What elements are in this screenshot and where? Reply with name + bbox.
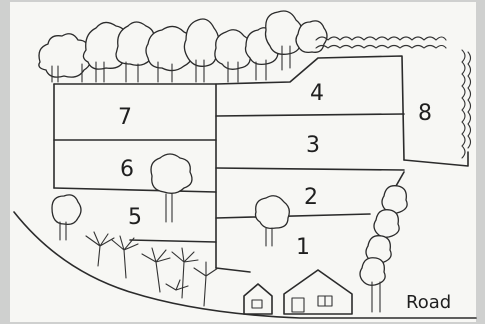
houses <box>244 270 352 314</box>
plot-label-7: 7 <box>118 105 132 130</box>
plot-label-1: 1 <box>296 235 310 260</box>
plot-label-5: 5 <box>128 205 142 230</box>
plot-label-8: 8 <box>418 101 432 126</box>
plot-trees <box>52 154 407 312</box>
plot-boundaries <box>54 56 468 272</box>
plot-label-6: 6 <box>120 157 134 182</box>
plot-label-3: 3 <box>306 133 320 158</box>
plot-label-2: 2 <box>304 185 318 210</box>
palm-plants <box>86 232 218 306</box>
road-label: Road <box>406 292 451 313</box>
plot-label-4: 4 <box>310 81 324 106</box>
